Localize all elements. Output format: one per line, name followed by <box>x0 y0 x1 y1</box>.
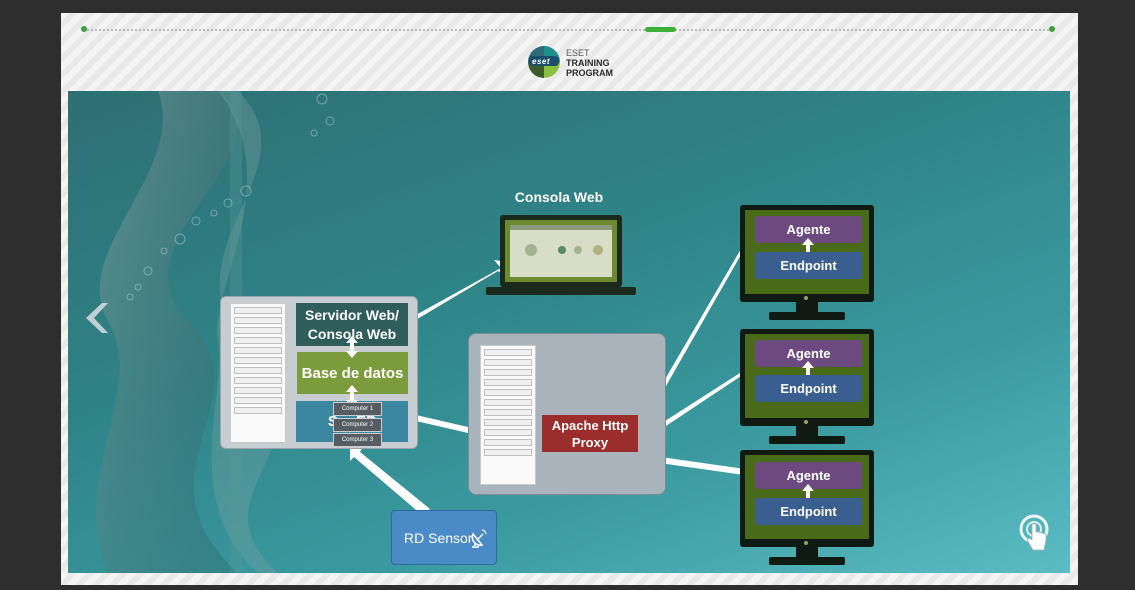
agent-label: Agente <box>755 462 862 489</box>
background-swirl <box>96 91 762 573</box>
eset-training-logo: eset ESET TRAINING PROGRAM <box>526 44 626 84</box>
logo-line-eset: ESET <box>566 48 590 58</box>
logo-line-program: PROGRAM <box>566 68 613 78</box>
computer-item: Computer 2 <box>333 418 382 432</box>
endpoint-label: Endpoint <box>755 375 862 402</box>
apache-proxy-label: Apache Http Proxy <box>542 415 638 452</box>
agent-label: Agente <box>755 216 862 243</box>
computer-item: Computer 3 <box>333 433 382 447</box>
endpoint-label: Endpoint <box>755 252 862 279</box>
double-arrow-icon <box>346 336 358 358</box>
chevron-left-icon[interactable] <box>78 301 108 335</box>
progress-start-dot <box>81 26 87 32</box>
rd-sensor-label: RD Sensor <box>404 529 473 546</box>
slide-stage: Consola Web Servidor Web/ Consola Web Ba… <box>68 91 1070 573</box>
progress-current-marker <box>645 27 676 32</box>
endpoint-label: Endpoint <box>755 498 862 525</box>
laptop-icon <box>486 215 636 295</box>
progress-track <box>84 29 1052 31</box>
progress-end-dot <box>1049 26 1055 32</box>
double-arrow-icon <box>346 385 358 407</box>
console-title: Consola Web <box>514 189 604 205</box>
rd-sensor-box: RD Sensor <box>391 510 497 565</box>
eset-logo-icon <box>528 46 560 78</box>
logo-line-training: TRAINING <box>566 58 610 68</box>
eset-badge-text: eset <box>532 57 551 66</box>
server-rack-icon <box>230 303 286 443</box>
tap-hand-icon[interactable] <box>1018 514 1052 556</box>
computer-item: Computer 1 <box>333 402 382 416</box>
proxy-rack-icon <box>480 345 536 485</box>
satellite-dish-icon <box>471 529 487 548</box>
